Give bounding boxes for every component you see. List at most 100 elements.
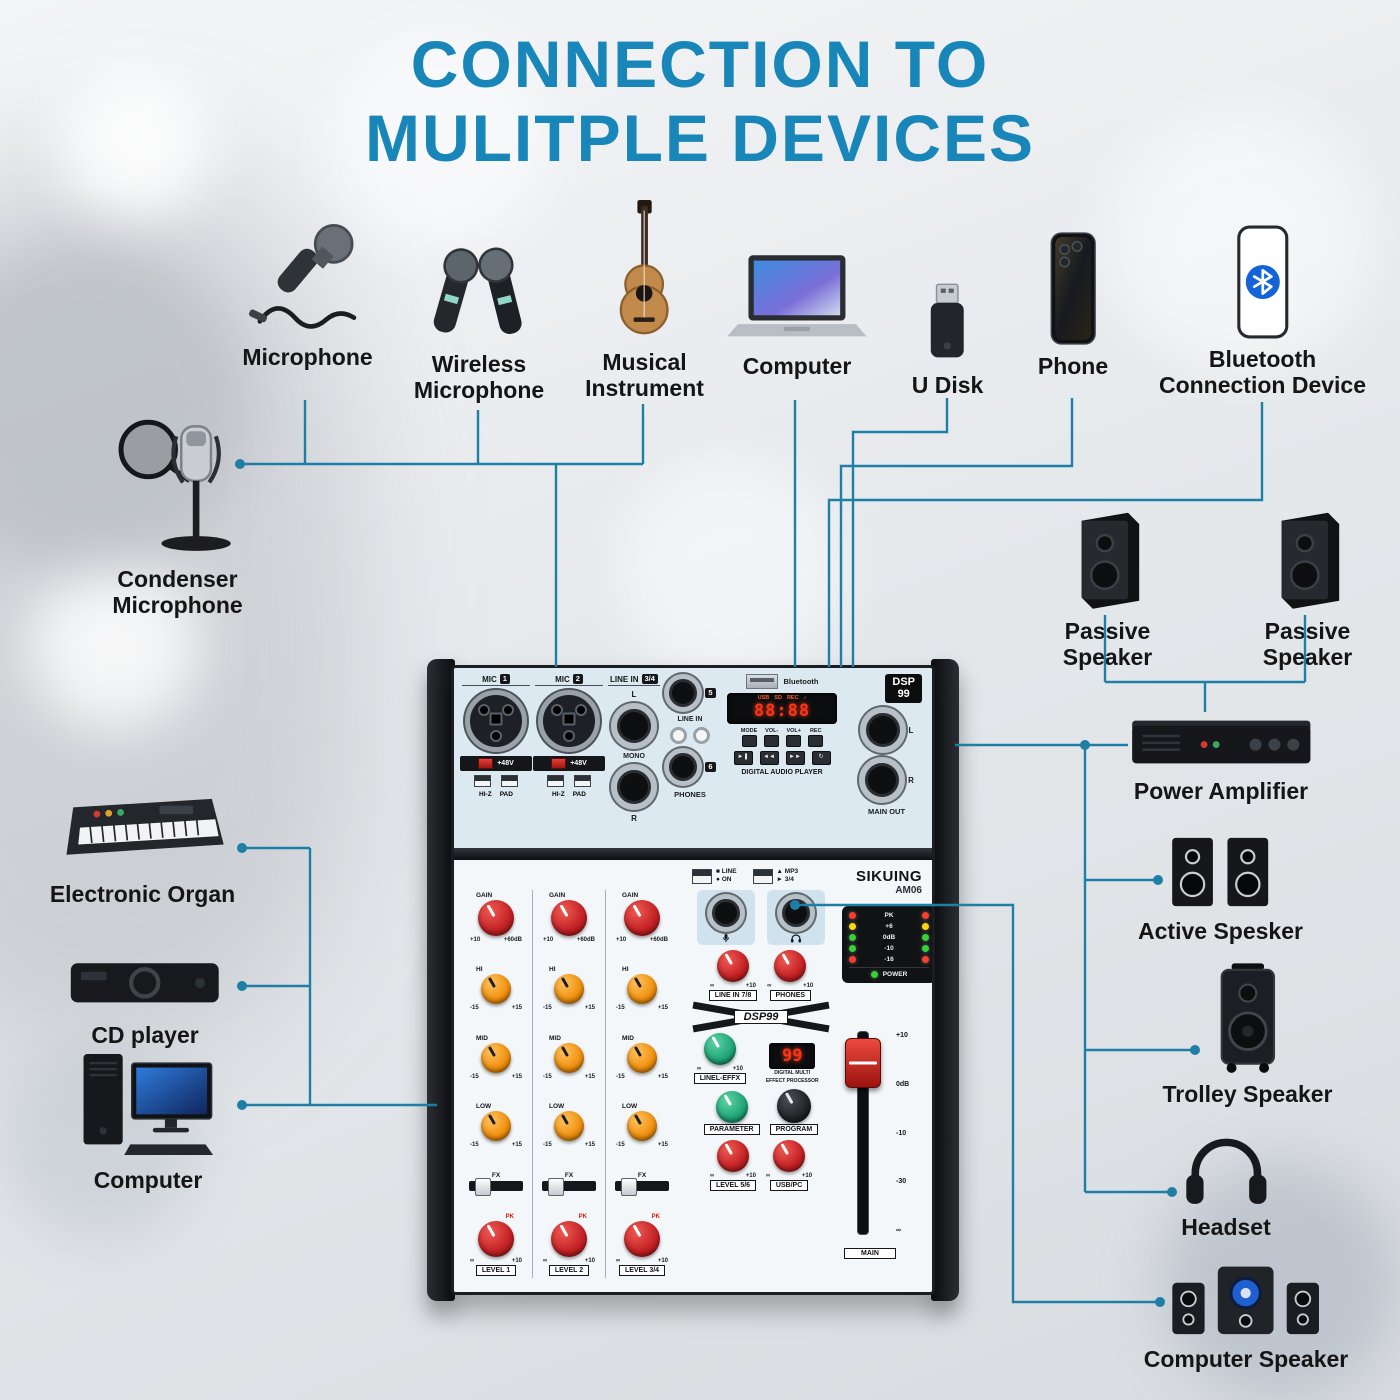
main-out-section: DSP 99 L R MAIN OUT <box>849 674 924 844</box>
meter-row: PK <box>849 912 929 919</box>
meter-led <box>921 923 929 930</box>
channel-name: LEVEL 3/4 <box>618 1264 666 1276</box>
device-label: Condenser Microphone <box>112 566 243 619</box>
transport-buttons: ►❚◄◄►►↻ <box>733 751 831 765</box>
jack-6 <box>664 748 703 786</box>
page-title: CONNECTION TO MULITPLE DEVICES <box>0 27 1400 176</box>
channel-strips: GAIN +10+60dB HI -15+15 MID -15+15 <box>460 890 678 1278</box>
device-active-speaker: Active Spesker <box>1138 832 1303 944</box>
phones-jack <box>767 890 825 945</box>
device-desktop-computer: Computer <box>58 1048 238 1193</box>
line-in-78-knob <box>716 950 749 982</box>
meter-row: +6 <box>849 923 929 930</box>
player-button: VOL+ <box>786 728 802 747</box>
program-unit: PROGRAM <box>769 1089 819 1135</box>
gain-block: GAIN +10+60dB <box>470 892 522 943</box>
fx-block: FX <box>542 1172 596 1196</box>
fx-block: FX <box>615 1172 669 1196</box>
meter-led <box>922 945 929 952</box>
main-out-l-jack <box>859 707 906 754</box>
device-label: Electronic Organ <box>49 881 236 907</box>
device-musical-instrument: Musical Instrument <box>582 200 707 402</box>
level-block: PK ∞+10 LEVEL 3/4 <box>616 1213 668 1276</box>
mixer-control-panel: ■ LINE ● ON ▲ MP3 ► 3/4 SIKUING AM06 <box>454 860 932 1292</box>
channel-strip: GAIN +10+60dB HI -15+15 MID -15+15 <box>460 890 532 1278</box>
output-level-row: ∞+10 LEVEL 5/6 ∞+10 USB/PC <box>686 1140 836 1191</box>
device-computer: Computer <box>718 250 876 379</box>
device-microphone: Microphone <box>225 218 390 370</box>
bluetooth-phone-icon <box>1236 225 1289 339</box>
device-label: Computer Speaker <box>1143 1346 1349 1372</box>
usb-port <box>745 674 778 689</box>
power-led <box>870 971 878 978</box>
level-meter: PK +6 0dB -10 <box>842 906 932 983</box>
mode-switch: ▲ MP3 ► 3/4 <box>752 868 798 884</box>
main-out-r-jack <box>859 757 906 804</box>
device-computer-speaker: Computer Speaker <box>1130 1252 1362 1372</box>
meter-led <box>849 923 856 930</box>
device-label: Passive Speaker <box>1062 618 1153 671</box>
mid-eq-block: MID -15+15 <box>470 1034 522 1080</box>
player-button: MODE <box>741 728 757 747</box>
device-label: U Disk <box>911 372 984 398</box>
device-label: Wireless Microphone <box>413 351 545 404</box>
meter-led <box>849 956 856 963</box>
usb-pc-unit: ∞+10 USB/PC <box>766 1140 812 1191</box>
device-label: Phone <box>1037 353 1109 379</box>
line-in-r-jack <box>611 764 657 810</box>
hi-eq-block: HI -15+15 <box>470 966 522 1012</box>
computer-speaker-icon <box>1172 1266 1320 1335</box>
passive-speaker-icon <box>1281 512 1339 609</box>
mixer-side-panel-left <box>427 659 455 1301</box>
low-eq-block: LOW -15+15 <box>616 1103 668 1149</box>
trolley-speaker-icon <box>1220 963 1275 1073</box>
mic2-header: MIC 2 <box>535 674 603 686</box>
mic-glyph-icon <box>723 934 729 942</box>
device-electronic-organ: Electronic Organ <box>40 782 245 907</box>
mic2-combo-jack <box>538 690 600 752</box>
mixer-jack-panel: MIC 1 +48V HI-Z PAD MIC 2 +48V <box>454 668 932 848</box>
device-phone: Phone <box>1018 230 1128 379</box>
level-block: PK ∞+10 LEVEL 2 <box>543 1213 595 1276</box>
player-button: REC <box>808 728 824 747</box>
low-eq-knob <box>481 1111 511 1142</box>
microphone-icon <box>248 224 356 329</box>
meter-row: -16 <box>849 956 929 963</box>
jack-5-row: 5 <box>664 674 716 712</box>
mode-switches: ■ LINE ● ON ▲ MP3 ► 3/4 <box>692 868 798 884</box>
hi-eq-knob <box>627 974 657 1005</box>
meter-led <box>849 945 856 952</box>
jack-5 <box>664 674 703 712</box>
main-out-l-row: L <box>859 707 913 754</box>
meter-led <box>922 912 929 919</box>
dsp99-logo: DSP99 <box>698 1006 824 1028</box>
channel-strip: GAIN +10+60dB HI -15+15 MID -15+15 <box>605 890 678 1278</box>
background-bokeh <box>620 460 840 680</box>
background-bokeh <box>30 560 200 730</box>
power-amplifier-icon <box>1131 720 1311 764</box>
phones-knob <box>774 950 807 982</box>
parameter-row: PARAMETER PROGRAM <box>686 1089 836 1135</box>
low-eq-block: LOW -15+15 <box>470 1103 522 1149</box>
gain-block: GAIN +10+60dB <box>616 892 668 943</box>
gain-knob <box>551 900 587 936</box>
device-label: Power Amplifier <box>1133 778 1309 804</box>
display-value: 88:88 <box>753 701 811 721</box>
device-label: Computer <box>93 1167 203 1193</box>
rca-jacks <box>670 727 710 744</box>
mid-eq-knob <box>627 1042 657 1073</box>
active-speaker-icon <box>1172 837 1269 907</box>
device-headset: Headset <box>1165 1132 1287 1240</box>
hiz-pad-switches-2 <box>547 775 591 787</box>
meter-rows: PK +6 0dB -10 <box>849 912 929 963</box>
fx-slider <box>615 1177 669 1196</box>
mic1-header: MIC 1 <box>462 674 530 686</box>
wireless-microphone-icon <box>433 247 522 334</box>
meter-led <box>849 934 856 941</box>
cd-player-icon <box>71 963 219 1003</box>
laptop-icon <box>727 255 867 337</box>
